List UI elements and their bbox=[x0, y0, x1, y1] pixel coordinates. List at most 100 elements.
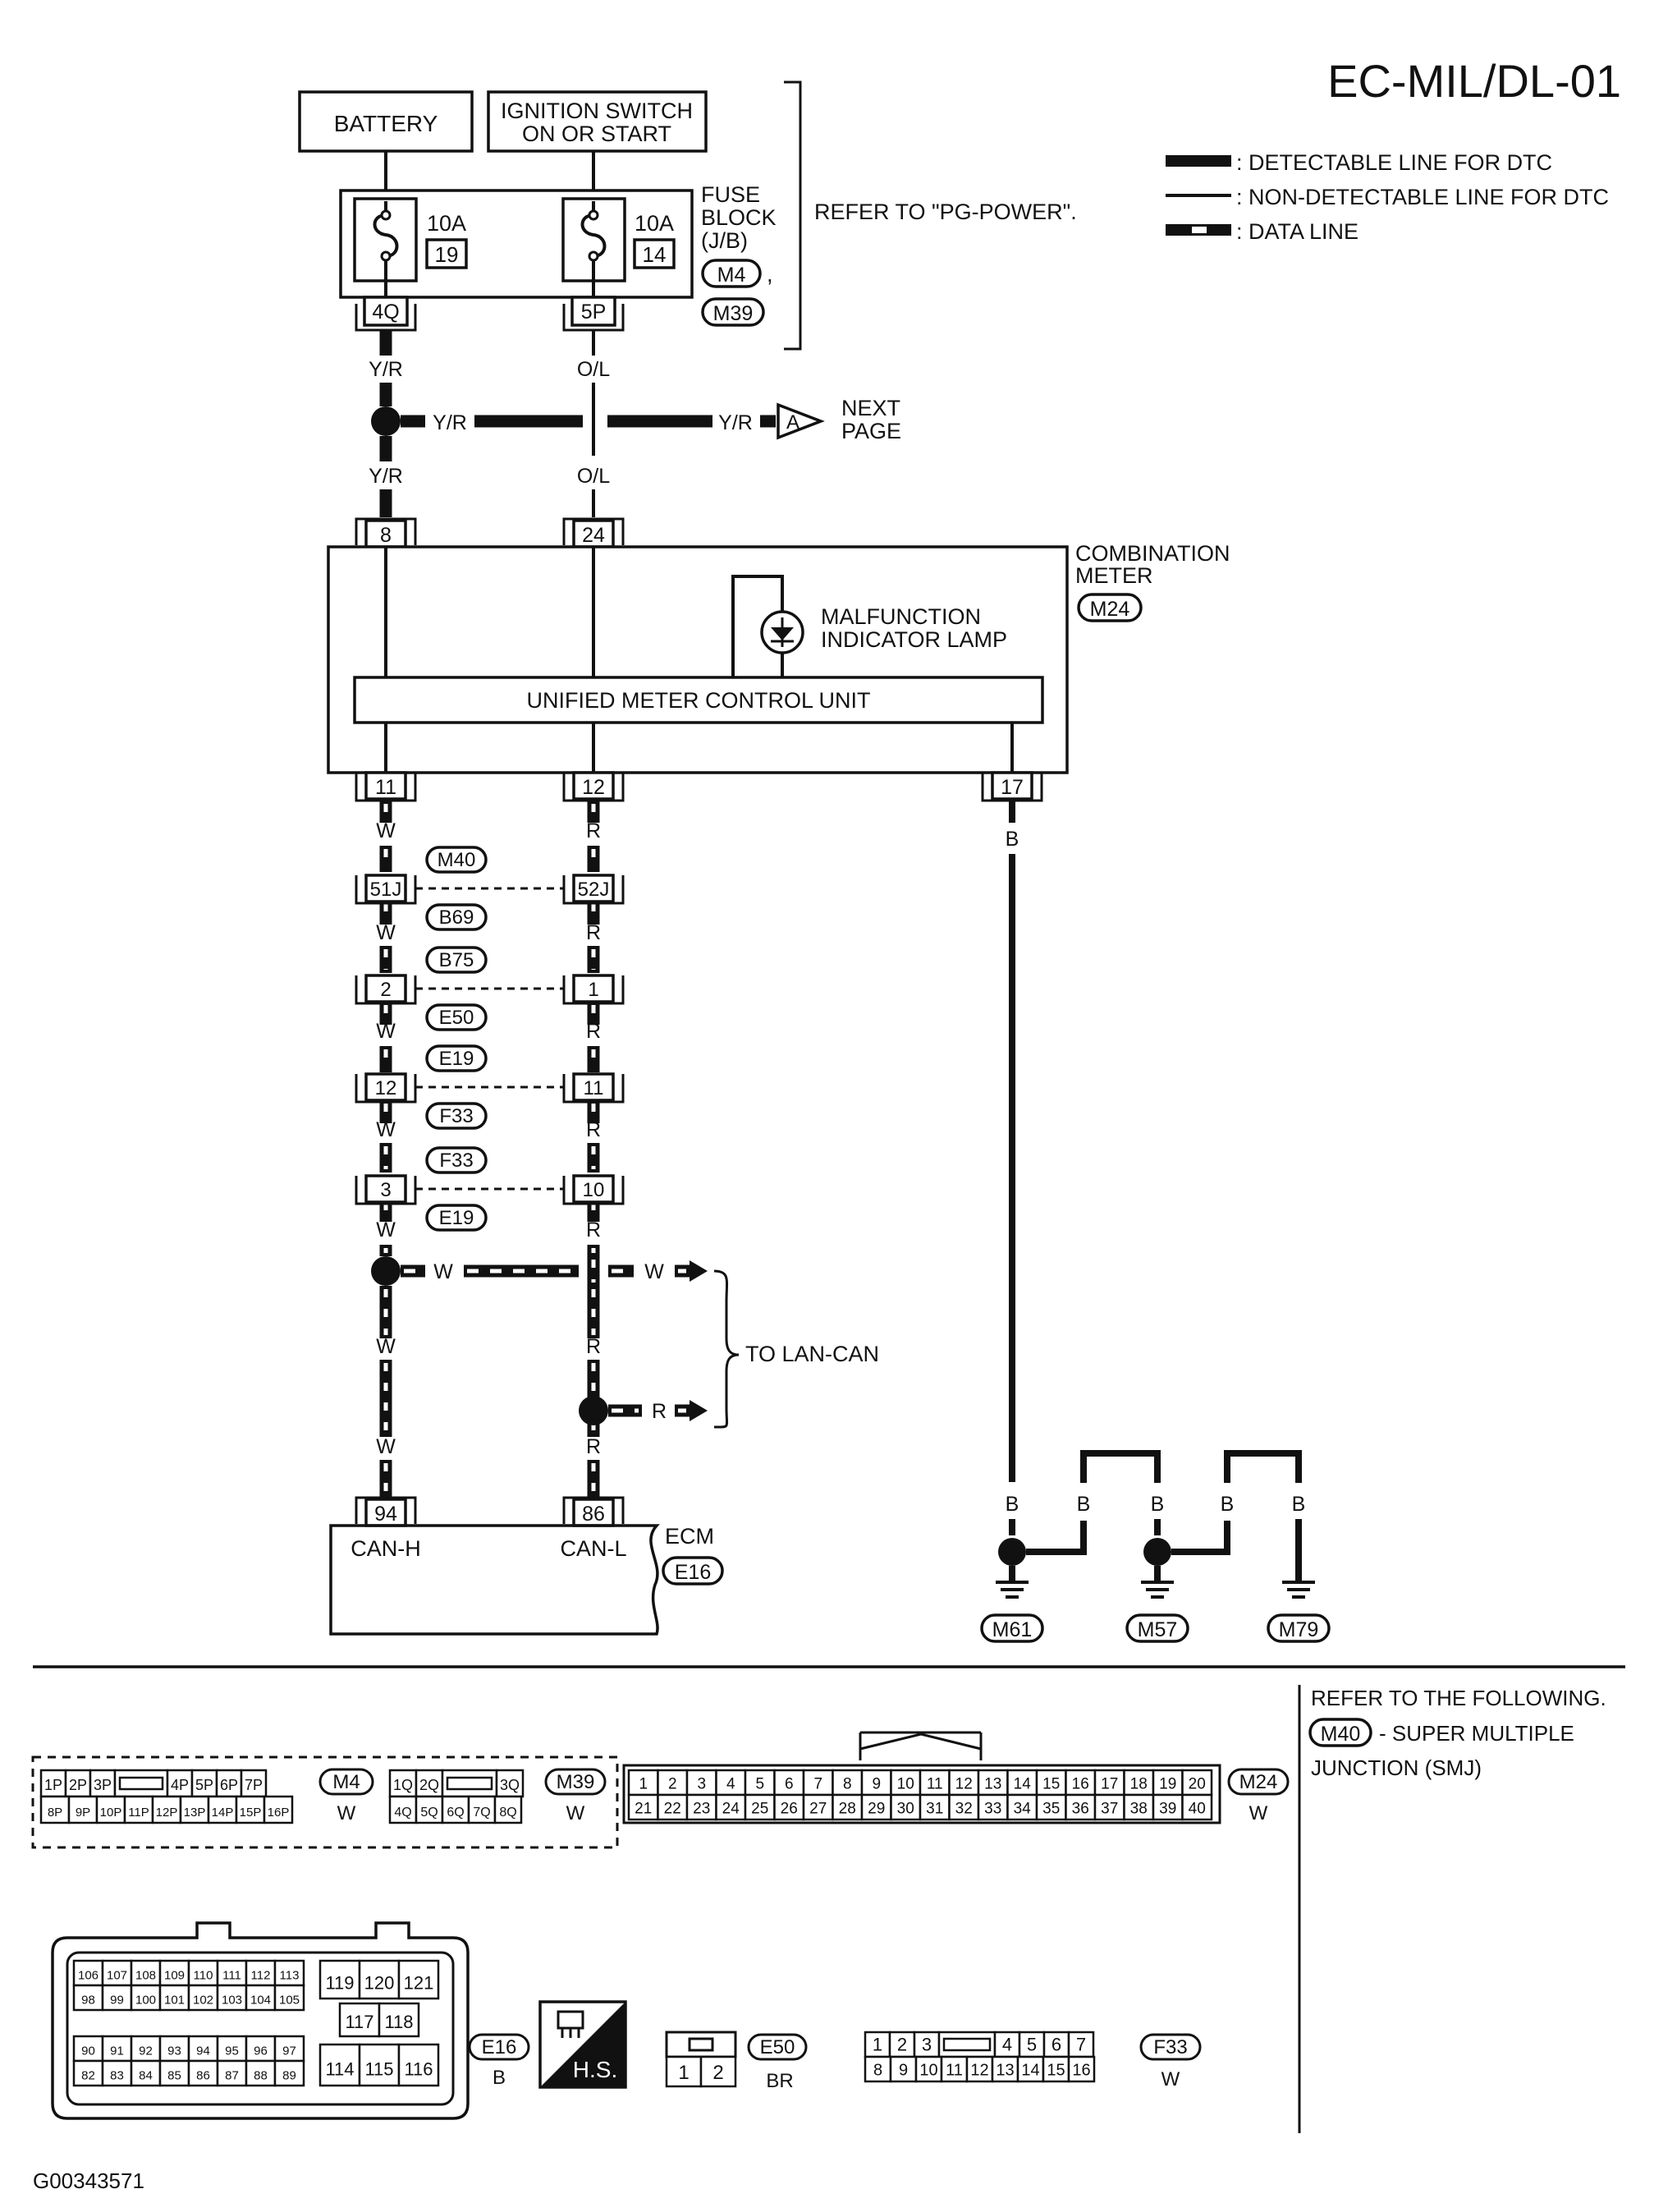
m24-pin-30: 30 bbox=[897, 1801, 914, 1818]
m4-pin-10P: 10P bbox=[100, 1806, 122, 1820]
ground-symbol-m57 bbox=[1141, 1581, 1174, 1599]
m24-pin-14: 14 bbox=[1014, 1776, 1032, 1793]
power-refer-bracket bbox=[784, 80, 802, 351]
m24-pin-39: 39 bbox=[1159, 1801, 1176, 1818]
wire-label-w-7: W bbox=[376, 1435, 396, 1458]
figure-id: G00343571 bbox=[33, 2168, 144, 2193]
wire-label-w-1: W bbox=[376, 819, 396, 842]
fuse-19-number: 19 bbox=[435, 242, 459, 267]
m24-pin-5: 5 bbox=[755, 1776, 764, 1793]
e16-pin-104: 104 bbox=[250, 1994, 271, 2008]
ground-m61: M61 bbox=[992, 1618, 1033, 1641]
f33-pin-15: 15 bbox=[1047, 2062, 1065, 2080]
f33-pin-7: 7 bbox=[1076, 2035, 1086, 2055]
wire-label-ol-1: O/L bbox=[577, 358, 610, 381]
m24-pin-7: 7 bbox=[813, 1776, 822, 1793]
refer-following-line2: - SUPER MULTIPLE bbox=[1379, 1721, 1574, 1746]
splice-yr bbox=[371, 406, 401, 436]
m4-pin-14P: 14P bbox=[212, 1806, 234, 1820]
wire-label-yr-4: Y/R bbox=[369, 465, 403, 488]
wire-label-w-4: W bbox=[376, 1118, 396, 1141]
meter-pin-11: 11 bbox=[375, 776, 396, 799]
m24-pin-36: 36 bbox=[1072, 1801, 1089, 1818]
junction-1-connector-top: M40 bbox=[438, 849, 476, 871]
e16-label: E16 bbox=[482, 2036, 517, 2058]
junction-2-connector-bottom: E50 bbox=[439, 1007, 474, 1029]
e16-pin-90: 90 bbox=[81, 2044, 95, 2058]
e16-pin-86: 86 bbox=[196, 2069, 210, 2083]
ecm-pin-94: 94 bbox=[374, 1503, 397, 1526]
wire-label-r-5: R bbox=[586, 1218, 601, 1241]
next-page-label-2: PAGE bbox=[841, 419, 901, 443]
e16-pin-95: 95 bbox=[225, 2044, 239, 2058]
wire-label-r-4: R bbox=[586, 1118, 601, 1141]
junction-4-right-pin: 10 bbox=[583, 1179, 605, 1201]
m24-pin-33: 33 bbox=[984, 1801, 1001, 1818]
m24-pin-18: 18 bbox=[1130, 1776, 1148, 1793]
ground-m79: M79 bbox=[1279, 1618, 1319, 1641]
e16-pin-106: 106 bbox=[78, 1969, 99, 1983]
harness-side-icon: H.S. bbox=[538, 2000, 627, 2089]
m24-pin-16: 16 bbox=[1072, 1776, 1089, 1793]
e16-pin-100: 100 bbox=[135, 1994, 156, 2008]
e16-pin-93: 93 bbox=[167, 2044, 181, 2058]
m24-pin-6: 6 bbox=[785, 1776, 794, 1793]
m24-pin-4: 4 bbox=[726, 1776, 735, 1793]
fuse-terminal-5p: 5P bbox=[581, 301, 607, 324]
m4-pin-9P: 9P bbox=[76, 1806, 90, 1820]
m24-label: M24 bbox=[1239, 1771, 1278, 1793]
e16-pin-109: 109 bbox=[164, 1969, 185, 1983]
wire-label-b-4: B bbox=[1151, 1493, 1165, 1516]
m24-pin-27: 27 bbox=[809, 1801, 827, 1818]
e16-pin-116: 116 bbox=[404, 2059, 433, 2080]
e16-pin-113: 113 bbox=[280, 1969, 300, 1983]
refer-following-connector-m40: M40 bbox=[1321, 1723, 1361, 1746]
junction-1-left-pin: 51J bbox=[370, 879, 402, 901]
e16-pin-94: 94 bbox=[196, 2044, 210, 2058]
m24-pin-21: 21 bbox=[635, 1801, 652, 1818]
f33-label: F33 bbox=[1153, 2036, 1187, 2058]
m39-pin-8Q: 8Q bbox=[499, 1806, 516, 1820]
m24-pin-22: 22 bbox=[664, 1801, 681, 1818]
e50-pin-2: 2 bbox=[712, 2062, 723, 2084]
f33-pin-3: 3 bbox=[922, 2035, 932, 2055]
e16-pin-84: 84 bbox=[139, 2069, 153, 2083]
combination-meter: 8 24 MALFUNCTION INDICATOR LAMP UNIFIED … bbox=[327, 517, 1069, 802]
ecm-can-h: CAN-H bbox=[351, 1536, 421, 1561]
e16-pin-89: 89 bbox=[282, 2069, 296, 2083]
wire-label-w-5: W bbox=[376, 1218, 396, 1241]
m24-pin-28: 28 bbox=[839, 1801, 856, 1818]
f33-color: W bbox=[1161, 2068, 1180, 2090]
wire-label-w-lan-2: W bbox=[644, 1260, 664, 1283]
unified-meter-control-unit-label: UNIFIED METER CONTROL UNIT bbox=[526, 688, 870, 713]
junction-1-connector-bottom: B69 bbox=[439, 906, 474, 929]
ignition-label-line1: IGNITION SWITCH bbox=[501, 99, 693, 123]
legend-data-line-label: : DATA LINE bbox=[1236, 219, 1358, 244]
wire-label-yr-2: Y/R bbox=[433, 411, 467, 434]
junction-3-connector-bottom: F33 bbox=[439, 1105, 473, 1127]
ignition-label-line2: ON OR START bbox=[522, 122, 671, 146]
m39-label: M39 bbox=[557, 1771, 595, 1793]
m4-pin-7P: 7P bbox=[245, 1777, 263, 1793]
wire-label-r-1: R bbox=[586, 819, 601, 842]
meter-pin-17: 17 bbox=[1001, 776, 1024, 799]
e16-pin-88: 88 bbox=[254, 2069, 268, 2083]
ecm-can-l: CAN-L bbox=[560, 1536, 626, 1561]
m4-pin-13P: 13P bbox=[184, 1806, 206, 1820]
m4-label: M4 bbox=[332, 1771, 360, 1793]
lan-can-bracket bbox=[713, 1269, 740, 1429]
fuse-19-amps: 10A bbox=[427, 211, 466, 236]
unified-meter-control-unit bbox=[353, 676, 1044, 724]
m24-pin-40: 40 bbox=[1189, 1801, 1206, 1818]
can-h-splice bbox=[371, 1256, 401, 1286]
junction-3-left-pin: 12 bbox=[375, 1077, 397, 1099]
wire-label-b-5: B bbox=[1221, 1493, 1235, 1516]
e16-pin-112: 112 bbox=[251, 1969, 271, 1983]
m4-pin-1P: 1P bbox=[44, 1777, 62, 1793]
m24-pin-17: 17 bbox=[1101, 1776, 1118, 1793]
